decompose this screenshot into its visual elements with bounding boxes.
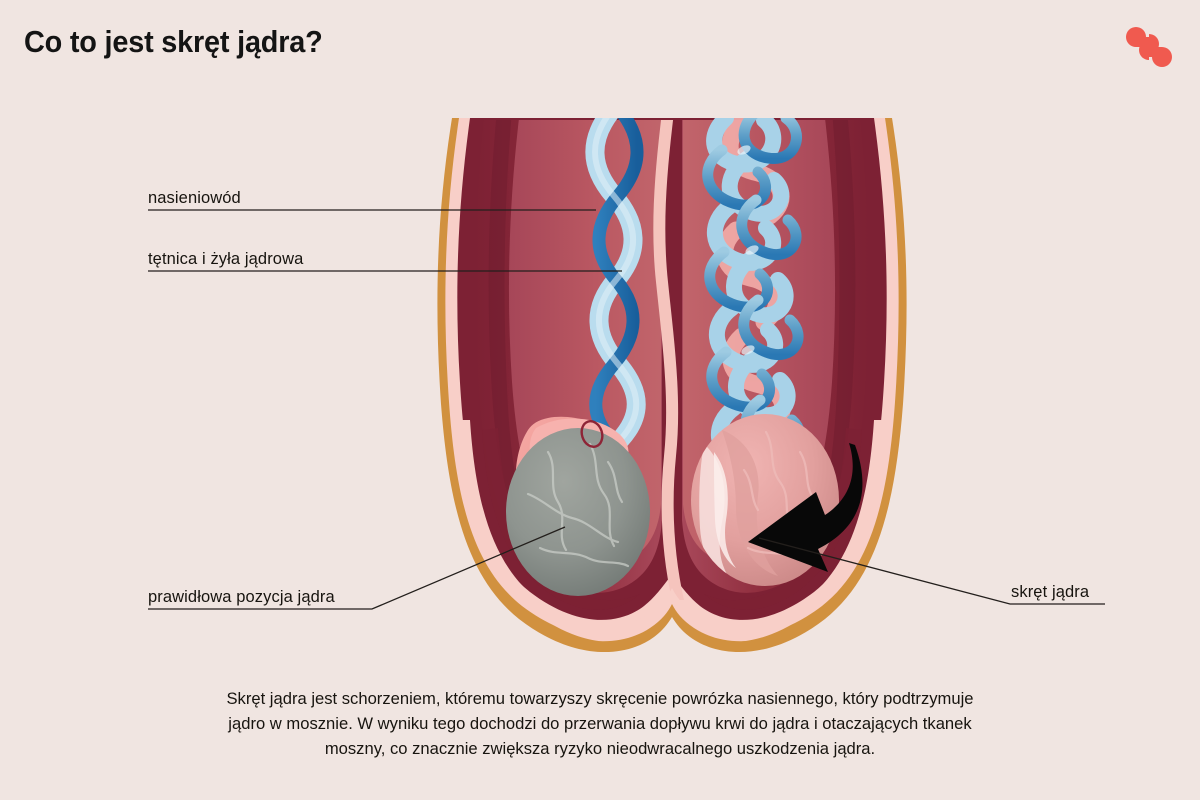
leader-torsion: [758, 537, 1105, 605]
left-testis-vessels: [526, 442, 630, 568]
caption-block: Skręt jądra jest schorzeniem, któremu to…: [140, 686, 1060, 761]
label-normal-position: prawidłowa pozycja jądra: [148, 588, 335, 606]
left-cord-highlight: [592, 118, 640, 443]
caption-line-3: moszny, co znacznie zwiększa ryzyko nieo…: [324, 739, 876, 758]
epididymis-highlight: [529, 418, 629, 468]
leader-normal-position: [148, 526, 566, 610]
left-testis-body: [506, 428, 650, 596]
label-vessels: tętnica i żyła jądrowa: [148, 250, 304, 268]
caption-line-1: Skręt jądra jest schorzeniem, któremu to…: [226, 689, 974, 708]
label-torsion: skręt jądra: [1011, 583, 1090, 601]
right-cord-highlights: [737, 145, 759, 355]
leader-lines: [148, 209, 1105, 610]
torsion-fold: [722, 430, 778, 576]
left-testis-normal: [506, 416, 650, 596]
arrow-shape: [748, 443, 863, 572]
torsion-highlight: [714, 452, 736, 568]
left-wall-shadow: [488, 120, 544, 560]
four-petal-pinwheel-logo: [1126, 27, 1172, 67]
label-vas-deferens: nasieniowód: [148, 189, 241, 207]
left-bowl-rim: [482, 428, 640, 610]
epididymis-ring-detail: [580, 420, 604, 448]
rotation-arrow: [748, 443, 863, 572]
scrotal-septum: [461, 120, 883, 642]
left-spermatic-cord: [585, 118, 646, 450]
right-wall-shadow: [800, 120, 856, 560]
right-cord-dark-loops: [702, 118, 806, 460]
septum-band: [653, 120, 684, 600]
inner-bowl-lining: [461, 420, 883, 642]
caption-line-2: jądro w mosznie. W wyniku tego dochodzi …: [228, 714, 972, 733]
page-title: Co to jest skręt jądra?: [24, 24, 323, 59]
